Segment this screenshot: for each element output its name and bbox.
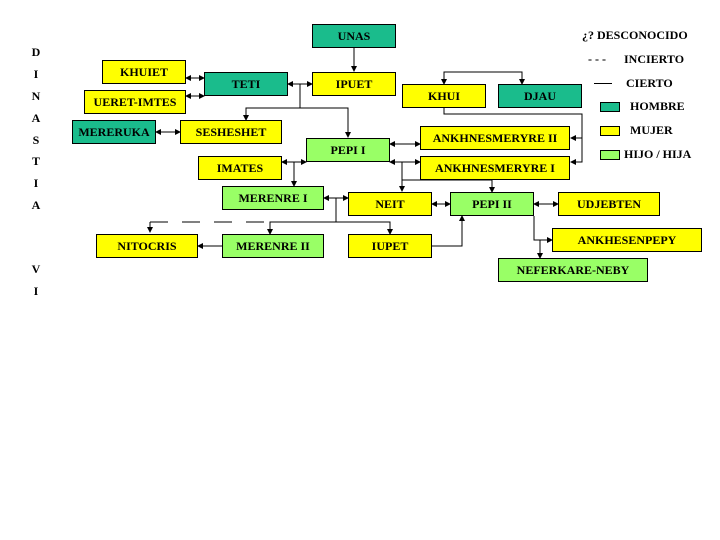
person-udjebten: UDJEBTEN [558, 192, 660, 216]
side-letter: D [31, 45, 41, 59]
person-ueret-imtes: UERET-IMTES [84, 90, 186, 114]
person-djau: DJAU [498, 84, 582, 108]
person-teti: TETI [204, 72, 288, 96]
person-neit: NEIT [348, 192, 432, 216]
person-khui: KHUI [402, 84, 486, 108]
person-ipuet: IPUET [312, 72, 396, 96]
person-merenre-i: MERENRE I [222, 186, 324, 210]
side-letter: I [33, 284, 39, 298]
legend-child-swatch [600, 150, 620, 160]
side-letter: S [32, 133, 40, 147]
legend-uncertain: INCIERTO [624, 52, 685, 66]
side-letter: T [31, 154, 40, 168]
legend-certain-line [594, 83, 612, 84]
person-ankhnesmeryre-i: ANKHNESMERYRE I [420, 156, 570, 180]
person-nitocris: NITOCRIS [96, 234, 198, 258]
person-mereruka: MERERUKA [72, 120, 156, 144]
side-letter: A [31, 198, 41, 212]
legend-female: MUJER [630, 123, 673, 137]
person-merenre-ii: MERENRE II [222, 234, 324, 258]
side-letter: I [33, 176, 39, 190]
person-imates: IMATES [198, 156, 282, 180]
side-letter: A [31, 111, 41, 125]
legend-uncertain-symbol: - - - [588, 52, 606, 66]
person-neferkare-neby: NEFERKARE-NEBY [498, 258, 648, 282]
person-khuiet: KHUIET [102, 60, 186, 84]
person-unas: UNAS [312, 24, 396, 48]
person-ankhesenpepy: ANKHESENPEPY [552, 228, 702, 252]
person-iupet: IUPET [348, 234, 432, 258]
side-letter: V [31, 262, 41, 276]
side-letter: N [31, 89, 41, 103]
legend-child: HIJO / HIJA [624, 147, 692, 161]
legend-male-swatch [600, 102, 620, 112]
person-pepi-i: PEPI I [306, 138, 390, 162]
legend-certain: CIERTO [626, 76, 673, 90]
legend-female-swatch [600, 126, 620, 136]
side-letter: I [33, 67, 39, 81]
person-pepi-ii: PEPI II [450, 192, 534, 216]
legend-male: HOMBRE [630, 99, 685, 113]
legend-unknown: ¿? DESCONOCIDO [582, 28, 688, 42]
person-sesheshet: SESHESHET [180, 120, 282, 144]
person-ankhnesmeryre-ii: ANKHNESMERYRE II [420, 126, 570, 150]
